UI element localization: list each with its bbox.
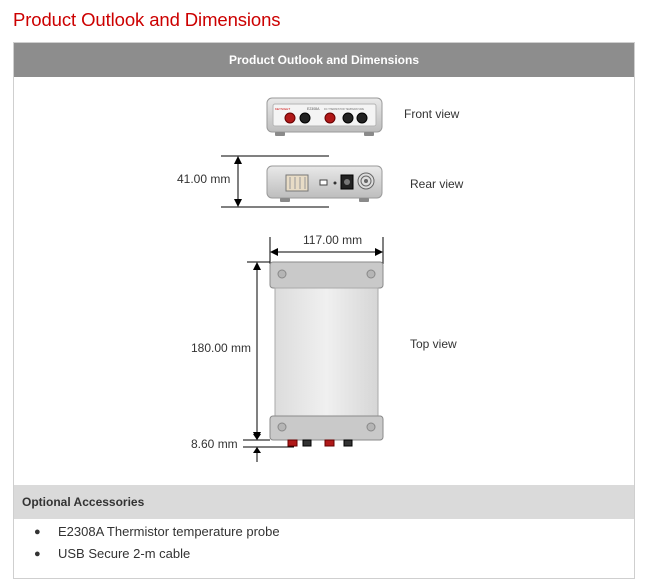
width-dimension-line xyxy=(269,237,384,264)
top-view-image xyxy=(269,261,384,447)
list-item: ● E2308A Thermistor temperature probe xyxy=(14,521,634,543)
product-drawings: KEYSIGHT E2308A DC THERMISTOR TEMPERATUR… xyxy=(221,97,384,462)
fan-vent-icon xyxy=(357,172,375,190)
terminal-dimension-label: 8.60 mm xyxy=(191,437,238,451)
rear-view-label: Rear view xyxy=(410,177,464,191)
terminal-block-icon xyxy=(285,174,309,192)
front-view-label: Front view xyxy=(404,107,460,121)
black-terminal-icon xyxy=(343,439,353,447)
front-panel-model: E2308A xyxy=(307,107,320,111)
black-terminal-icon xyxy=(342,112,354,124)
height-dimension-line xyxy=(221,155,329,208)
red-terminal-icon xyxy=(284,112,296,124)
accessories-list: ● E2308A Thermistor temperature probe ● … xyxy=(14,521,634,565)
bullet-icon: ● xyxy=(34,548,41,560)
red-terminal-icon xyxy=(324,112,336,124)
table-header: Product Outlook and Dimensions xyxy=(14,43,634,77)
front-view-image: KEYSIGHT E2308A DC THERMISTOR TEMPERATUR… xyxy=(266,97,383,136)
red-terminal-icon xyxy=(324,439,335,447)
usb-icon xyxy=(319,179,328,186)
accessory-label: E2308A Thermistor temperature probe xyxy=(58,524,280,539)
front-panel-brand: KEYSIGHT xyxy=(275,107,290,111)
accessories-header: Optional Accessories xyxy=(14,485,634,519)
depth-dimension-line xyxy=(247,261,270,441)
product-table: Product Outlook and Dimensions Front vie… xyxy=(13,42,635,579)
accessory-label: USB Secure 2-m cable xyxy=(58,546,191,561)
black-terminal-icon xyxy=(302,439,312,447)
rear-view-image xyxy=(266,165,383,202)
bullet-icon: ● xyxy=(34,526,41,538)
width-dimension-label: 117.00 mm xyxy=(303,233,363,247)
page-title: Product Outlook and Dimensions xyxy=(13,9,281,30)
red-terminal-icon xyxy=(287,439,298,447)
depth-dimension-label: 180.00 mm xyxy=(191,341,252,355)
front-panel-caption: DC THERMISTOR TEMPERATURE xyxy=(324,108,364,111)
black-terminal-icon xyxy=(299,112,311,124)
list-item: ● USB Secure 2-m cable xyxy=(14,543,634,565)
top-view-label: Top view xyxy=(410,337,457,351)
height-dimension-label: 41.00 mm xyxy=(177,172,231,186)
terminal-dimension-line xyxy=(243,431,294,462)
black-terminal-icon xyxy=(356,112,368,124)
